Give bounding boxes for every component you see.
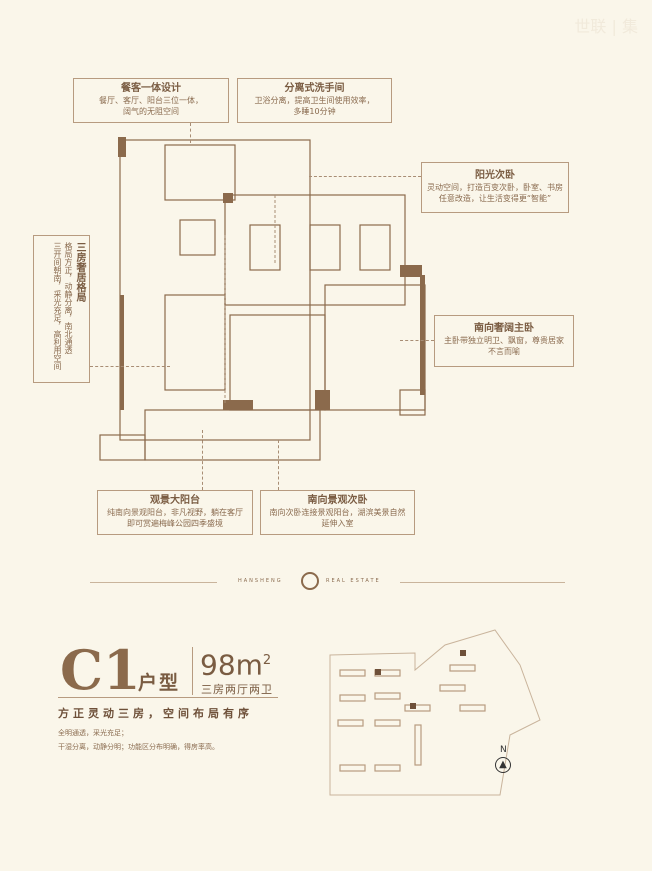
leader-line xyxy=(309,176,421,177)
callout-master-bedroom: 南向奢阔主卧 主卧带独立明卫、飘窗，尊贵居家 不言而喻 xyxy=(434,315,574,367)
callout-dining-living: 餐客一体设计 餐厅、客厅、阳台三位一体， 阔气的无阻空间 xyxy=(73,78,229,123)
underline xyxy=(58,697,278,698)
callout-text: 即可赏遍梅峰公园四季盛境 xyxy=(127,519,223,528)
leader-line xyxy=(190,123,191,143)
callout-balcony: 观景大阳台 纯南向景观阳台，非凡视野，躺在客厅 即可赏遍梅峰公园四季盛境 xyxy=(97,490,253,535)
callout-text: 阔气的无阻空间 xyxy=(123,107,179,116)
brand-right-text: REAL ESTATE xyxy=(326,578,381,584)
callout-text: 卫浴分离，提高卫生间使用效率， xyxy=(254,96,375,105)
callout-text: 不言而喻 xyxy=(488,347,520,356)
callout-text: 多睡10分钟 xyxy=(293,107,336,116)
leader-line xyxy=(90,366,170,367)
callout-text: 格局方正，动静分离，南北通透 xyxy=(64,242,73,354)
plan-outline xyxy=(119,139,311,441)
vertical-divider xyxy=(192,647,193,695)
callout-sunny-bedroom: 阳光次卧 灵动空间，打造百变次卧，卧室、书房 任意改造，让生活变得更“智能” xyxy=(421,162,569,213)
feature-text: 全明通透，采光充足； xyxy=(58,729,128,737)
callout-title: 餐客一体设计 xyxy=(121,83,181,94)
area-unit-sup: 2 xyxy=(262,653,272,668)
north-label: N xyxy=(500,745,507,755)
leader-line xyxy=(400,340,434,341)
callout-text: 南向次卧连接景观阳台，湖滨美景自然 xyxy=(269,508,406,517)
brand-logo-icon xyxy=(301,572,319,590)
divider-line xyxy=(90,582,217,583)
callout-title: 阳光次卧 xyxy=(475,170,515,181)
callout-separated-bathroom: 分离式洗手间 卫浴分离，提高卫生间使用效率， 多睡10分钟 xyxy=(237,78,392,123)
callout-text: 延伸入室 xyxy=(321,519,354,528)
leader-line xyxy=(202,430,203,490)
callout-text: 主卧带独立明卫、飘窗，尊贵居家 xyxy=(444,336,564,345)
callout-title: 分离式洗手间 xyxy=(284,83,345,94)
unit-layout: 三房两厅两卫 xyxy=(201,683,273,696)
unit-slogan: 方正灵动三房，空间布局有序 xyxy=(58,707,253,720)
callout-title: 南向景观次卧 xyxy=(307,495,368,506)
callout-three-room-layout: 三房奢居格局 格局方正，动静分离，南北通透 三开间朝南，采光充足，高利用空间 xyxy=(33,235,90,383)
divider-line xyxy=(400,582,565,583)
unit-area: 98m2 xyxy=(200,644,271,682)
callout-text: 任意改造，让生活变得更“智能” xyxy=(438,194,552,203)
callout-text: 纯南向景观阳台，非凡视野，躺在客厅 xyxy=(107,508,243,517)
brand-watermark-logo: 世联 | 集 xyxy=(574,17,638,36)
brand-left-text: HANSHENG xyxy=(238,578,283,584)
callout-text: 灵动空间，打造百变次卧，卧室、书房 xyxy=(427,183,563,192)
site-plan-map xyxy=(329,629,541,796)
unit-code: C1 xyxy=(60,638,141,702)
callout-south-bedroom: 南向景观次卧 南向次卧连接景观阳台，湖滨美景自然 延伸入室 xyxy=(260,490,415,535)
unit-type-label: 户型 xyxy=(138,672,181,694)
feature-text: 干湿分离，动静分明；功能区分布明确，得房率高。 xyxy=(58,743,219,751)
callout-text: 三开间朝南，采光充足，高利用空间 xyxy=(53,242,62,370)
callout-title: 南向奢阔主卧 xyxy=(474,323,534,334)
area-value: 98m xyxy=(200,648,263,682)
callout-text: 餐厅、客厅、阳台三位一体， xyxy=(99,96,203,105)
callout-title: 观景大阳台 xyxy=(150,495,200,506)
floor-plan-drawing xyxy=(99,137,426,461)
leader-line xyxy=(278,440,279,490)
north-arrow-icon: ▲ xyxy=(495,757,511,773)
callout-title: 三房奢居格局 xyxy=(74,242,85,302)
